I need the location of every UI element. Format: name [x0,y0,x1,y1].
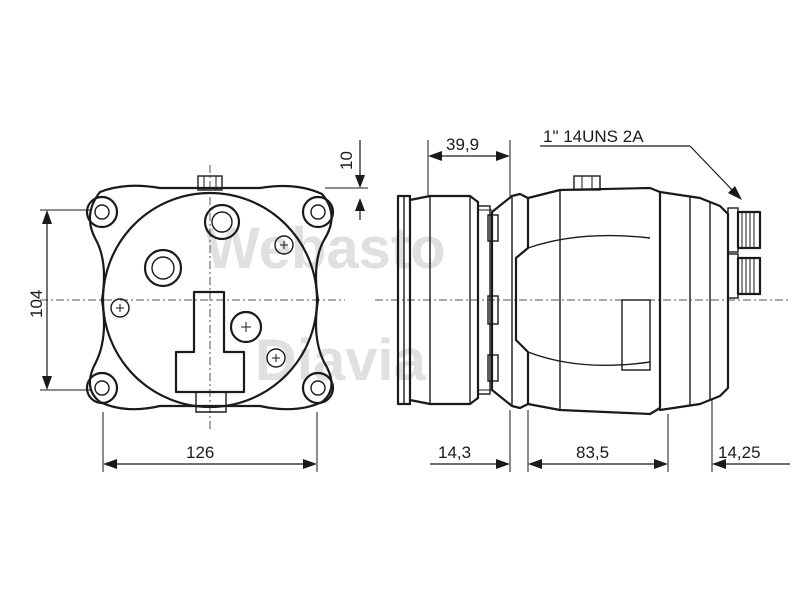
watermark-line2: Diavia [255,328,427,393]
connector-tab [195,392,227,413]
dim-label-14-25: 14,25 [718,443,761,462]
front-dimensions: 104 126 10 [27,140,368,472]
bolt-center [487,295,499,325]
port-upper [203,203,241,241]
boss-right-upper [274,235,294,255]
thread-leader-diagonal [689,145,737,195]
dim-label-83-5: 83,5 [576,443,609,462]
bolt-lower [487,354,499,382]
bolt-hole-bottom-left [94,380,110,396]
bolt-hole-top-left [94,204,110,220]
dim-label-104: 104 [27,290,46,318]
port-left-inner [151,256,175,280]
front-view [40,165,345,430]
port-right [229,310,263,344]
ear-top-left [85,195,119,229]
side-dimensions: 39,9 1" 14UNS 2A 14,3 83,5 14,25 [427,127,790,472]
thread-port-upper [736,210,762,250]
dim-label-126: 126 [186,443,214,462]
body-rib [621,299,651,371]
side-top-boss [573,175,601,191]
housing-circle [101,191,319,409]
watermark-line1: Webasto [205,216,446,281]
pulley-hub [477,205,491,395]
ear-top-right [301,195,335,229]
ear-bottom-left [85,371,119,405]
main-body [526,186,662,416]
bolt-hole-bottom-right [310,380,326,396]
boss-left [110,298,130,318]
clutch-plate [396,194,412,406]
threaded-ports [727,207,762,299]
dim-label-10: 10 [337,151,356,170]
thread-port-lower [736,256,762,296]
rear-head [658,190,730,412]
boss-right-lower [266,348,286,368]
ear-bottom-right [301,371,335,405]
port-left [143,248,183,288]
side-view [375,175,790,416]
port-upper-inner [211,211,233,233]
bolt-hole-top-right [310,204,326,220]
dim-label-thread: 1" 14UNS 2A [543,127,644,146]
dim-label-14-3: 14,3 [438,443,471,462]
top-boss [197,175,223,191]
dim-label-39-9: 39,9 [446,135,479,154]
connector-block [174,290,246,394]
bolt-upper [487,214,499,242]
